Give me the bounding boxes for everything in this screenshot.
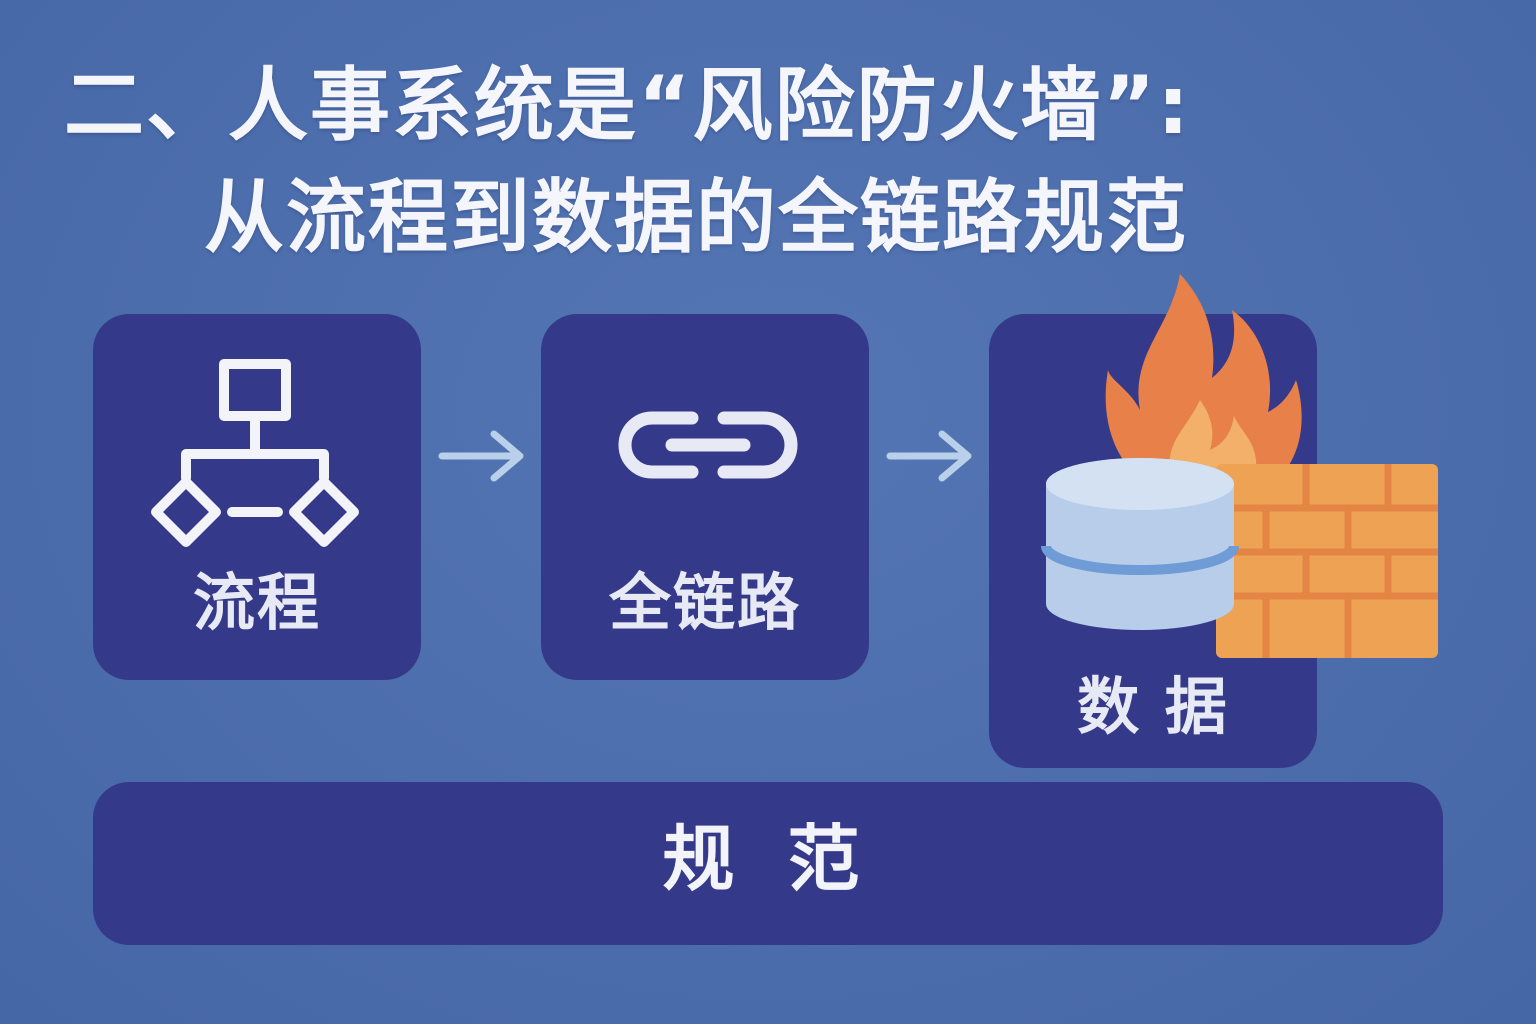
data-label: 数 据 <box>1077 670 1229 743</box>
page-title-line-2: 从流程到数据的全链路规范 <box>204 171 1188 264</box>
link-icon <box>618 411 798 479</box>
flowchart-icon <box>151 359 359 547</box>
database-icon <box>1041 458 1239 630</box>
brick-wall-icon <box>1216 464 1438 658</box>
process-card <box>93 314 421 680</box>
page-title-line-1: 二、人事系统是“风险防火墙”: <box>64 59 1192 152</box>
process-label: 流程 <box>192 566 321 639</box>
norms-label: 规 范 <box>662 817 874 901</box>
norms-bar <box>93 782 1443 945</box>
arrow-right-icon <box>438 430 524 482</box>
full-chain-label: 全链路 <box>608 566 801 639</box>
arrow-right-icon <box>886 430 972 482</box>
full-chain-card <box>541 314 869 680</box>
